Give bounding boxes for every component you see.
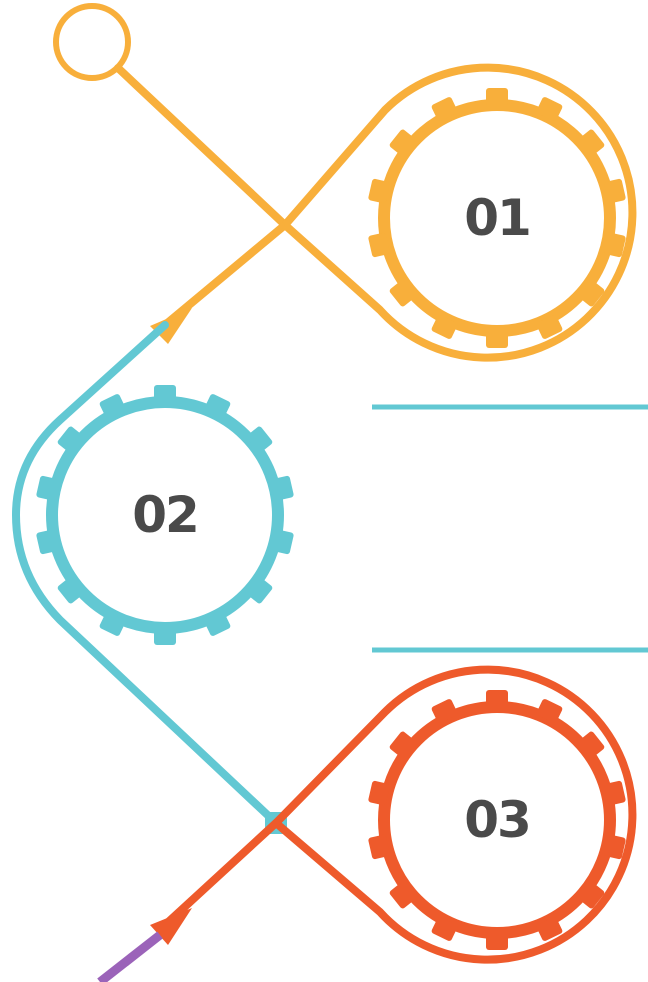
gear-hole xyxy=(63,413,267,617)
gear-tooth xyxy=(486,330,508,348)
gear-tooth xyxy=(604,780,626,806)
gear-icon xyxy=(368,690,626,950)
gear-tooth xyxy=(368,178,390,204)
gear-tooth xyxy=(536,699,563,723)
step-2: 02 xyxy=(12,321,648,834)
gear-tooth xyxy=(36,475,58,501)
gear-tooth xyxy=(57,426,84,453)
gear-icon xyxy=(36,385,294,645)
gear-tooth xyxy=(431,97,458,121)
gear-tooth xyxy=(246,577,273,604)
gear-tooth xyxy=(431,699,458,723)
gear-tooth xyxy=(246,426,273,453)
gear-tooth xyxy=(431,917,458,941)
gear-tooth xyxy=(536,97,563,121)
gear-tooth xyxy=(486,690,508,708)
step-1-connector-down xyxy=(114,64,289,329)
gear-tooth xyxy=(389,129,416,156)
gear-tooth xyxy=(368,232,390,258)
gear-hole xyxy=(395,116,599,320)
gear-tooth xyxy=(99,612,126,636)
step-1-number: 01 xyxy=(464,189,530,247)
gear-tooth xyxy=(578,882,605,909)
gear-tooth xyxy=(486,932,508,950)
step-3-number: 03 xyxy=(464,791,530,849)
step-2-connector xyxy=(12,321,279,826)
gear-tooth xyxy=(604,178,626,204)
step-3: 03 xyxy=(97,665,637,982)
gear-tooth xyxy=(272,475,294,501)
step-3-loop xyxy=(273,665,637,964)
start-node xyxy=(53,3,131,81)
gear-tooth xyxy=(368,834,390,860)
tail-connector xyxy=(97,931,163,982)
gear-tooth xyxy=(36,529,58,555)
step-1-arrowhead xyxy=(150,308,192,344)
gear-tooth xyxy=(578,731,605,758)
gear-tooth xyxy=(272,529,294,555)
gear-tooth xyxy=(604,834,626,860)
step-1: 01 xyxy=(53,3,637,362)
gear-tooth xyxy=(389,882,416,909)
gear-tooth xyxy=(431,315,458,339)
gear-icon xyxy=(368,88,626,348)
gear-tooth xyxy=(486,88,508,106)
gear-tooth xyxy=(578,129,605,156)
gear-tooth xyxy=(204,394,231,418)
gear-hole xyxy=(395,718,599,922)
step-1-loop xyxy=(281,63,637,362)
gear-tooth xyxy=(204,612,231,636)
gear-tooth xyxy=(57,577,84,604)
step-2-number: 02 xyxy=(132,486,198,544)
gear-tooth xyxy=(389,280,416,307)
gear-tooth xyxy=(578,280,605,307)
gear-tooth xyxy=(389,731,416,758)
gear-tooth xyxy=(536,315,563,339)
gear-tooth xyxy=(154,627,176,645)
step-3-connector-down xyxy=(161,819,280,929)
gear-tooth xyxy=(154,385,176,403)
gear-tooth xyxy=(604,232,626,258)
gear-tooth xyxy=(368,780,390,806)
gear-tooth xyxy=(536,917,563,941)
gear-tooth xyxy=(99,394,126,418)
